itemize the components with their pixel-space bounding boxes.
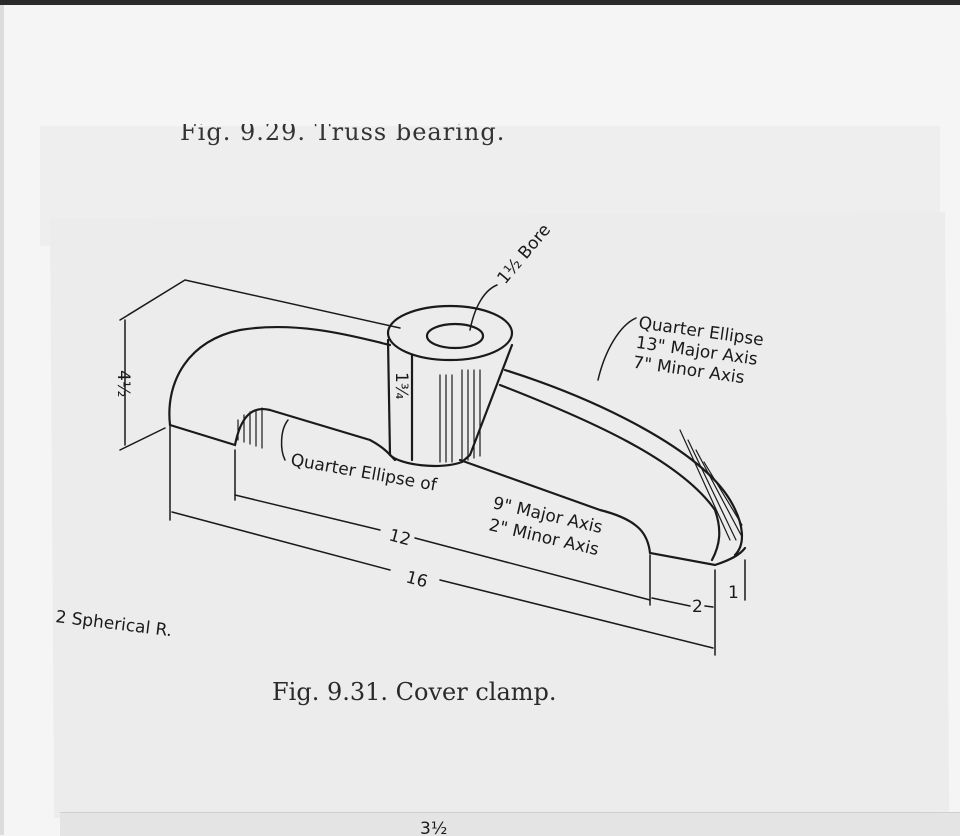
spherical-radius-label: 2 Spherical R.: [54, 607, 173, 641]
bore-label: 1½ Bore: [494, 220, 556, 288]
scan-top-edge: [0, 0, 960, 5]
clamp-top-outline: [168, 325, 392, 427]
clamp-inner-arc: [498, 383, 721, 562]
dim-height: 4½: [113, 370, 133, 397]
quarter-ellipse-bottom-title: Quarter Ellipse of: [289, 450, 439, 496]
scan-left-edge: [0, 5, 4, 835]
quarter-ellipse-top-note: Quarter Ellipse 13" Major Axis 7" Minor …: [632, 313, 765, 388]
dim-16: 16: [404, 568, 430, 593]
clamp-lower-edge: [458, 458, 747, 567]
bottom-fragment: 3½: [420, 819, 447, 835]
bottom-paper-strip: [60, 812, 960, 836]
boss-side: [386, 338, 514, 468]
caption-cover-clamp: Fig. 9.31. Cover clamp.: [272, 678, 557, 706]
dim-boss: 1¾: [391, 372, 411, 399]
dim-2: 2: [692, 597, 703, 617]
caption-truss-bearing: Fig. 9.29. Truss bearing.: [180, 118, 506, 146]
dim-12: 12: [387, 526, 413, 551]
dim-1: 1: [728, 583, 739, 603]
bore-hole: [425, 322, 485, 350]
boss-top: [386, 304, 514, 362]
clamp-arc-outline: [503, 368, 743, 557]
